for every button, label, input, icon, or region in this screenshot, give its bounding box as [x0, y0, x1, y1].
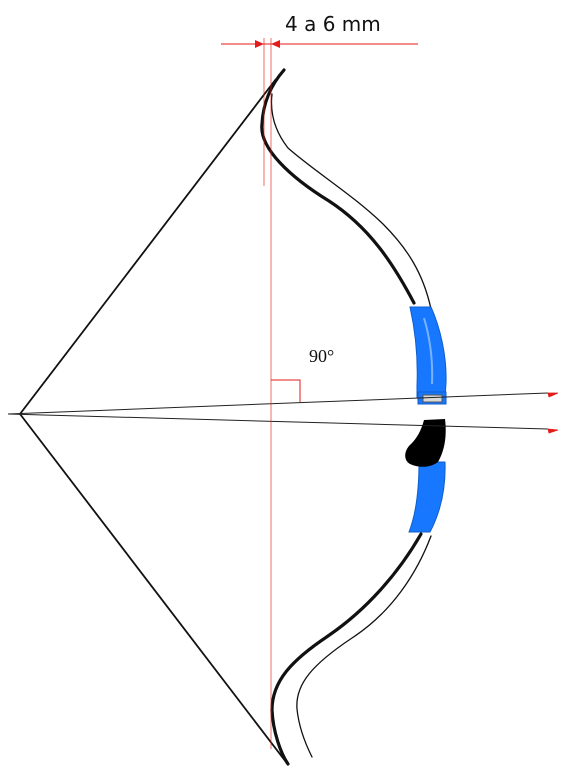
- bowstring-upper: [19, 78, 277, 415]
- arrowhead-lower: [547, 428, 559, 434]
- angle-label: 90°: [309, 346, 334, 366]
- lower-limb-belly-outline: [296, 535, 432, 758]
- measurement-arrow-right: [271, 40, 280, 48]
- arrowhead-upper: [547, 392, 559, 398]
- upper-limb-belly-outline: [270, 93, 432, 310]
- arrow-rest: [422, 394, 443, 403]
- upper-limb-back-outline: [260, 68, 416, 305]
- riser-upper-section: [409, 306, 447, 399]
- arrow-line-lower: [7, 413, 549, 430]
- measurement-label: 4 a 6 mm: [285, 12, 381, 36]
- bowstring-lower: [19, 413, 287, 763]
- measurement-arrow-left: [255, 40, 264, 48]
- measurement-guides: [221, 38, 418, 749]
- upper-limb: [260, 68, 432, 310]
- arrow-line-upper: [7, 392, 549, 415]
- lower-limb-back-outline: [270, 532, 423, 766]
- arrow-lines: [7, 392, 559, 434]
- riser-highlight: [423, 317, 434, 385]
- right-angle-marker: [271, 379, 301, 402]
- grip: [405, 419, 446, 467]
- bowstring: [19, 78, 287, 763]
- riser-lower-section: [408, 461, 446, 533]
- riser: [405, 306, 447, 533]
- lower-limb: [270, 532, 432, 766]
